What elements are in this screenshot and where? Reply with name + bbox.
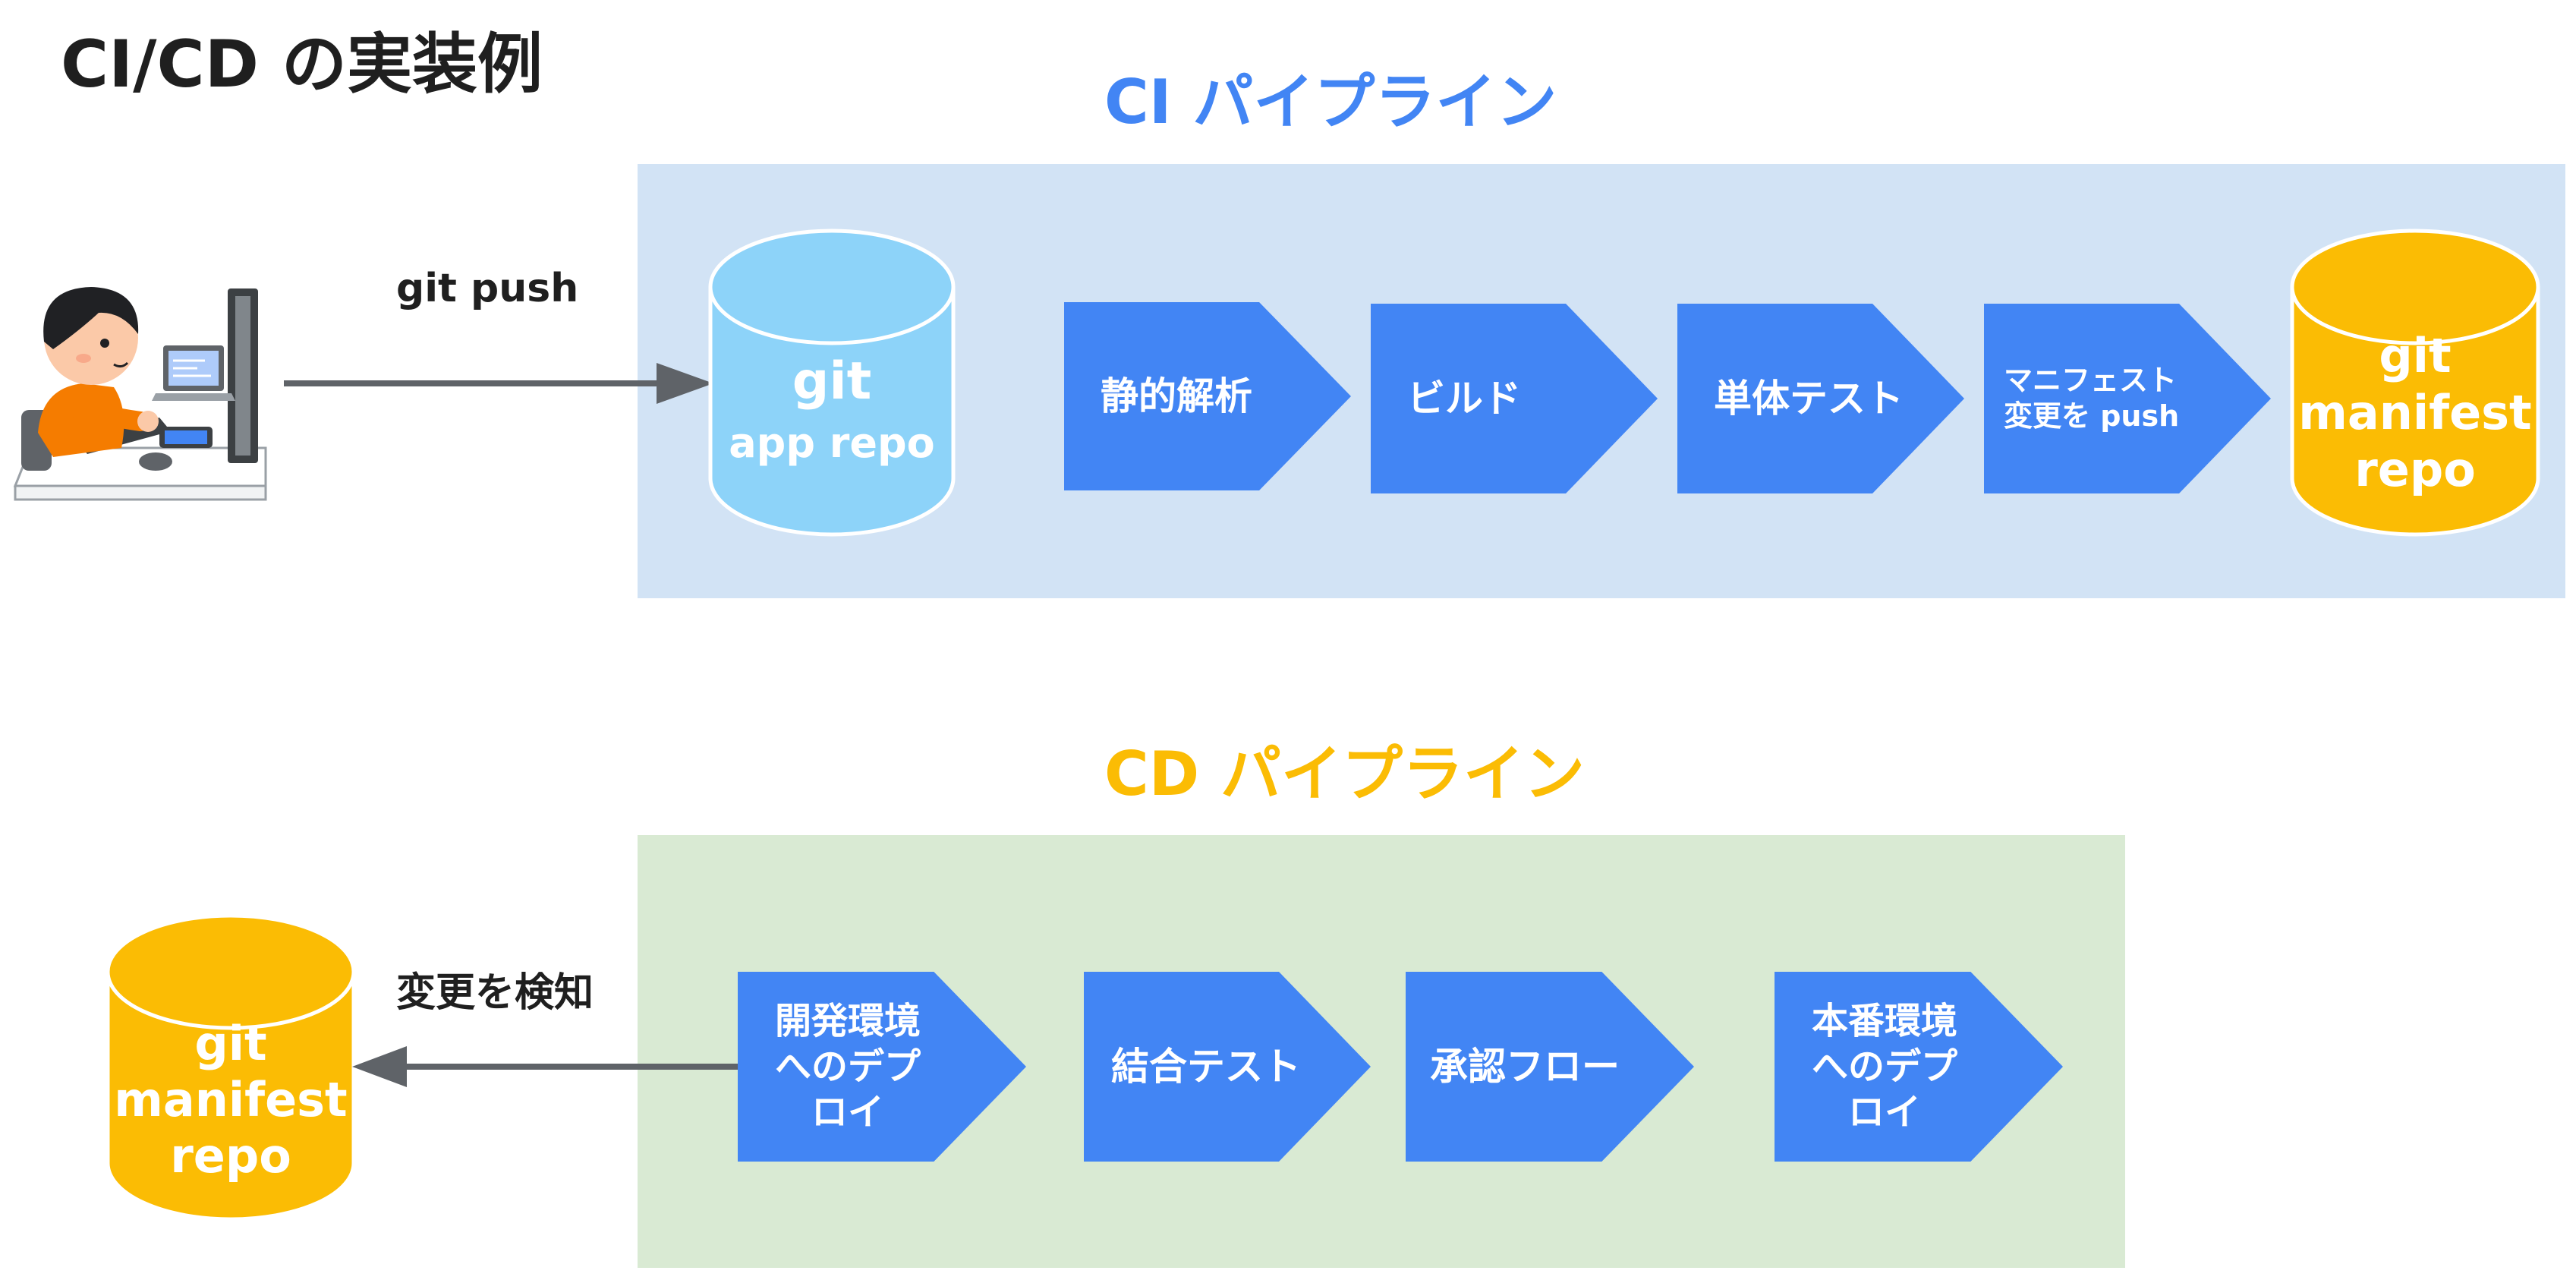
ci-stage-label: ビルド	[1407, 376, 1521, 421]
developer-illustration-icon	[13, 287, 267, 501]
cd-stage-label: 本番環境へのデプロイ	[1811, 1000, 1957, 1133]
ci-section-title: CI パイプライン	[1104, 67, 1557, 137]
git-push-label: git push	[396, 266, 579, 311]
ci-git-manifest-repo-cylinder	[2290, 229, 2540, 537]
ci-manifest-repo-line1: git	[2379, 328, 2452, 383]
cd-stage-label: 結合テスト	[1111, 1044, 1301, 1089]
ci-stage-label: マニフェスト 変更を push	[2004, 363, 2180, 433]
ci-stage-label: 単体テスト	[1714, 376, 1904, 421]
page-title: CI/CD の実装例	[61, 27, 543, 102]
cd-git-manifest-repo-cylinder	[105, 913, 356, 1222]
cd-manifest-repo-line1: git	[194, 1016, 267, 1071]
app-repo-line2: app repo	[729, 419, 935, 467]
ci-manifest-repo-line3: repo	[2354, 442, 2476, 497]
detect-change-arrow	[352, 1046, 739, 1087]
git-push-arrow	[284, 363, 713, 404]
git-app-repo-cylinder	[708, 229, 956, 537]
cd-section-title: CD パイプライン	[1104, 739, 1585, 809]
ci-manifest-repo-line2: manifest	[2298, 385, 2532, 440]
app-repo-line1: git	[792, 352, 872, 411]
ci-stage-label: 静的解析	[1101, 374, 1252, 418]
cd-manifest-repo-line2: manifest	[114, 1072, 348, 1127]
detect-change-label: 変更を検知	[396, 970, 594, 1016]
cd-stage-label: 開発環境へのデプロイ	[774, 1000, 921, 1133]
cd-manifest-repo-line3: repo	[170, 1128, 291, 1184]
cd-stage-label: 承認フロー	[1430, 1044, 1620, 1089]
